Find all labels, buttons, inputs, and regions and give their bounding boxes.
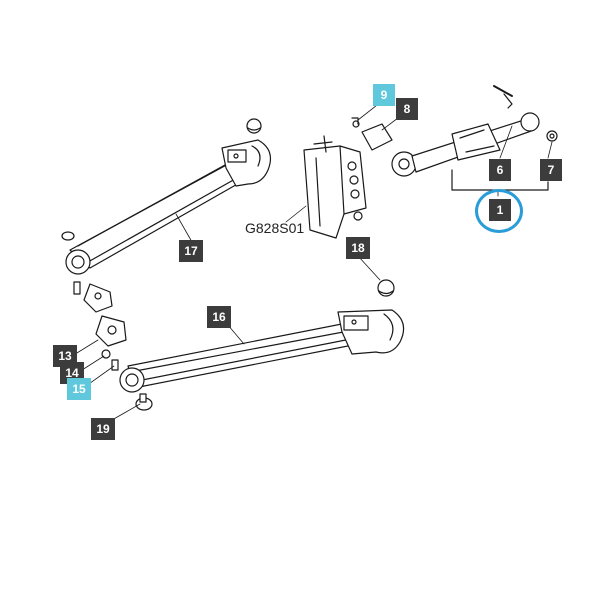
callout-13[interactable]: 13 [53, 345, 77, 367]
callout-9[interactable]: 9 [373, 84, 395, 106]
callout-6[interactable]: 6 [489, 159, 511, 181]
pin-assembly [351, 117, 393, 151]
drawing-code: G828S01 [245, 220, 305, 236]
callout-16[interactable]: 16 [207, 306, 231, 328]
callout-15[interactable]: 15 [67, 378, 91, 400]
lower-link-left [65, 118, 271, 275]
callout-18[interactable]: 18 [346, 237, 370, 259]
mount-brackets [61, 231, 153, 411]
callout-1[interactable]: 1 [489, 199, 511, 221]
callout-17[interactable]: 17 [179, 240, 203, 262]
center-bracket [303, 135, 367, 239]
callout-8[interactable]: 8 [396, 98, 418, 120]
callout-7[interactable]: 7 [540, 159, 562, 181]
leader-lines [71, 97, 553, 421]
callout-19[interactable]: 19 [91, 418, 115, 440]
top-link [391, 85, 558, 191]
lower-link-right [119, 279, 405, 393]
highlight-ring [475, 189, 523, 233]
